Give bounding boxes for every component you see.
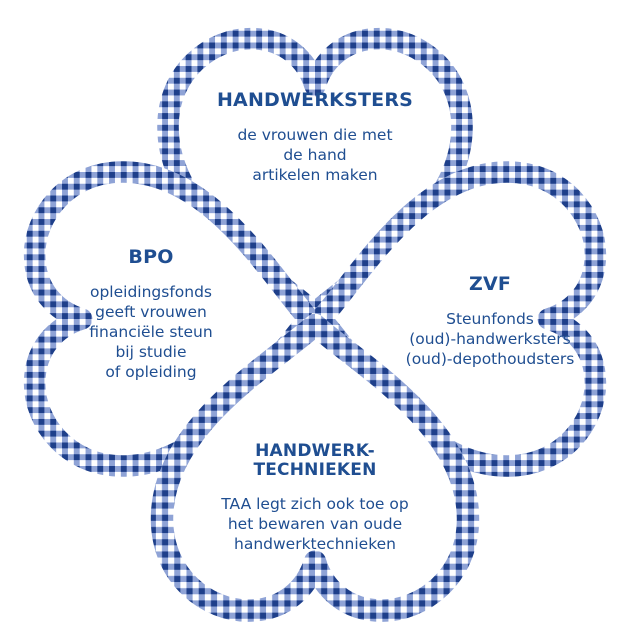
heart-bottom-handwerktechnieken: HANDWERK- TECHNIEKEN TAA legt zich ook t… <box>216 442 414 554</box>
heart-top-title: HANDWERKSTERS <box>216 89 414 111</box>
heart-top-body: de vrouwen die met de hand artikelen mak… <box>237 126 393 184</box>
heart-top-handwerksters: HANDWERKSTERS de vrouwen die met de hand… <box>188 89 442 185</box>
heart-left-title: BPO <box>128 246 174 268</box>
heart-right-zvf: ZVF Steunfonds (oud)-handwerksters (oud)… <box>380 273 600 369</box>
heart-right-title: ZVF <box>468 273 512 295</box>
heart-left-body: opleidingsfonds geeft vrouwen financiële… <box>89 283 213 381</box>
heart-right-body: Steunfonds (oud)-handwerksters (oud)-dep… <box>405 310 575 368</box>
heart-bottom-body: TAA legt zich ook toe op het bewaren van… <box>221 495 409 553</box>
heart-bottom-shape <box>150 313 480 622</box>
heart-left-bpo: BPO opleidingsfonds geeft vrouwen financ… <box>56 246 246 382</box>
heart-bottom-title: HANDWERK- TECHNIEKEN <box>253 441 377 480</box>
